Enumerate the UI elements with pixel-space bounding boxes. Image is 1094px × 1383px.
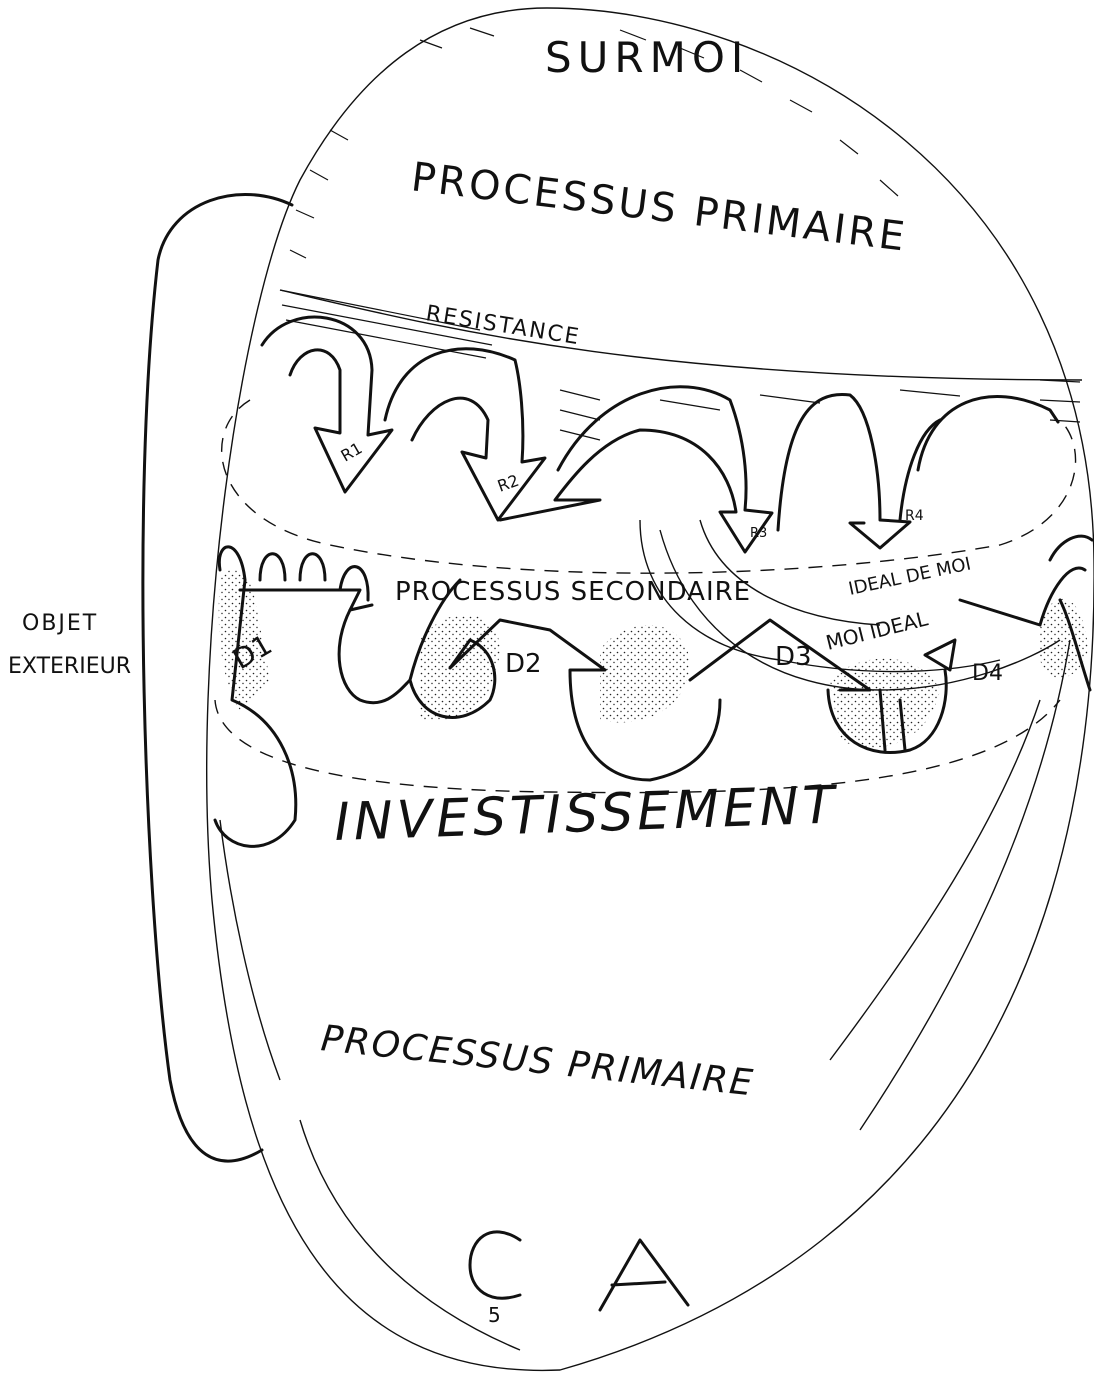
d4-label: D4 bbox=[972, 661, 1003, 686]
secondary-process-label: PROCESSUS SECONDAIRE bbox=[395, 577, 751, 607]
r1-label: R1 bbox=[338, 438, 366, 465]
external-object-loop bbox=[143, 194, 292, 1161]
ca-letter-c bbox=[470, 1232, 520, 1298]
primary-process-bottom-label: PROCESSUS PRIMAIRE bbox=[319, 1018, 756, 1104]
ideal-arc-2 bbox=[700, 520, 880, 625]
primary-process-top-label: PROCESSUS PRIMAIRE bbox=[409, 154, 910, 260]
superego-label: SURMOI bbox=[545, 33, 749, 82]
d3-label: D3 bbox=[775, 642, 812, 672]
cathexis-label: INVESTISSEMENT bbox=[333, 775, 839, 853]
resistance-arrows bbox=[262, 317, 1058, 552]
r4-label: R4 bbox=[905, 508, 924, 524]
flow-line-left bbox=[220, 820, 280, 1080]
ego-ideal-label: IDEAL DE MOI bbox=[847, 553, 973, 599]
flow-line-right-2 bbox=[830, 700, 1040, 1060]
external-object-label-line1: OBJET bbox=[22, 611, 98, 636]
page-number: 5 bbox=[488, 1303, 501, 1327]
ca-letter-a bbox=[600, 1240, 688, 1310]
r3-label: R3 bbox=[750, 526, 767, 541]
resistance-label: RESISTANCE bbox=[424, 301, 582, 350]
external-object-label-line2: EXTERIEUR bbox=[8, 654, 131, 679]
ideal-ego-label: MOI IDEAL bbox=[823, 606, 931, 655]
d2-label: D2 bbox=[505, 649, 542, 679]
resistance-curve bbox=[280, 290, 1082, 380]
